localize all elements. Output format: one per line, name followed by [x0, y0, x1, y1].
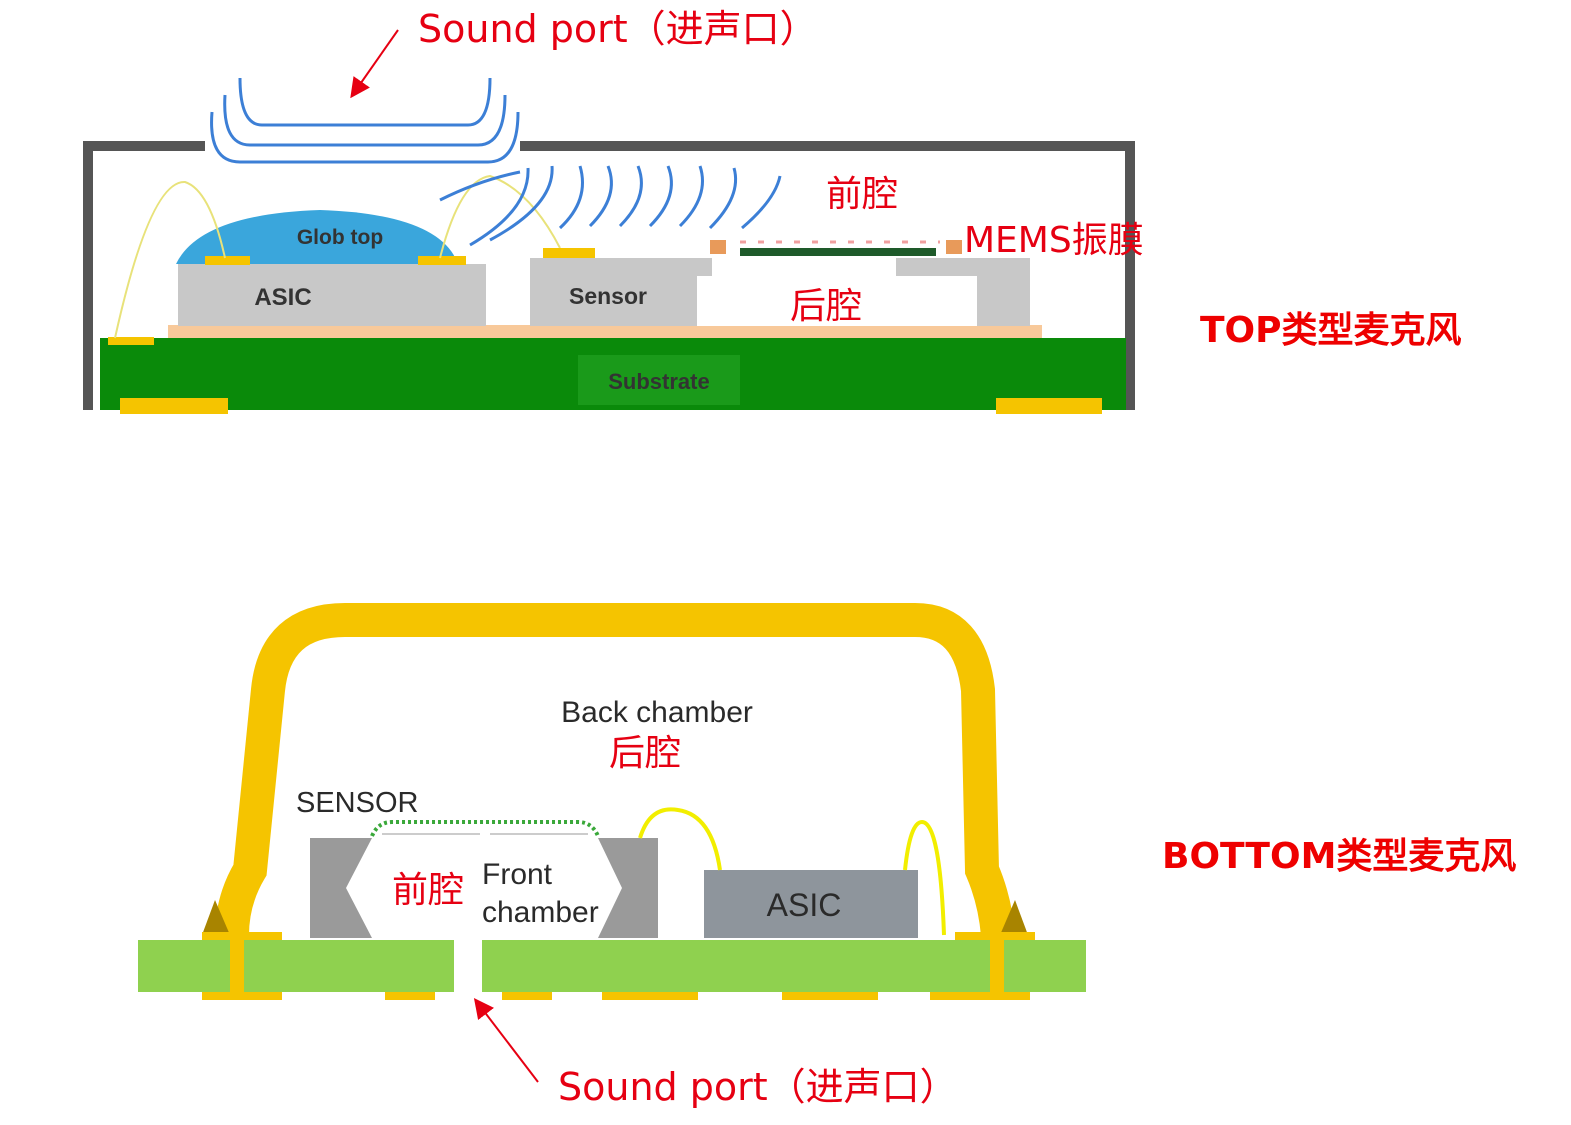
mems-membrane: [740, 248, 936, 256]
bottom-pad: [930, 992, 1030, 1000]
bottom-pcb-right: [482, 940, 1086, 992]
top-pad-right: [996, 398, 1102, 414]
bottom-sound-port-arrow: [473, 998, 539, 1083]
bottom-pad: [602, 992, 698, 1000]
bottom-asic-chip: [704, 870, 918, 938]
sensor-cavity-opening: [712, 258, 896, 278]
top-microphone-diagram: Substrate Glob top ASIC Sensor: [83, 7, 1462, 414]
top-wire-pad: [108, 337, 154, 345]
asic-label: ASIC: [254, 284, 311, 311]
bottom-back-chamber-en: Back chamber: [561, 696, 753, 729]
bond-wire: [114, 180, 226, 339]
sound-waves-inside: [439, 165, 782, 247]
bond-wire: [638, 807, 722, 871]
membrane-anchor-right: [946, 240, 962, 254]
bottom-pad: [202, 992, 282, 1000]
top-lid: [83, 141, 1135, 410]
bond-wire: [903, 819, 946, 936]
via-left: [230, 932, 244, 998]
bottom-pad: [782, 992, 878, 1000]
top-sound-port-label: Sound port（进声口）: [418, 7, 818, 51]
bottom-sound-port-label: Sound port（进声口）: [558, 1065, 958, 1109]
sound-waves-entering: [210, 77, 520, 164]
sensor-pad: [543, 248, 595, 258]
bottom-mic-title: BOTTOM类型麦克风: [1162, 836, 1516, 877]
sensor-membrane: [370, 820, 600, 837]
asic-pad-right: [418, 256, 466, 265]
glob-top: [176, 210, 458, 264]
substrate-label: Substrate: [608, 369, 709, 394]
substrate-label-box: [578, 355, 740, 405]
asic-chip: [178, 264, 486, 326]
bottom-pad: [502, 992, 552, 1000]
bond-wire: [439, 174, 561, 259]
bottom-sensor-label: SENSOR: [296, 787, 418, 819]
bottom-front-chamber-cn: 前腔: [392, 870, 464, 911]
membrane-anchor-left: [710, 240, 726, 254]
bottom-pcb-left: [138, 940, 454, 992]
bottom-back-chamber-cn: 后腔: [609, 733, 681, 774]
top-membrane-label: MEMS振膜: [964, 220, 1144, 261]
top-pad-left: [120, 398, 228, 414]
top-sound-port-arrow: [350, 29, 399, 99]
asic-pad-left: [205, 256, 250, 265]
bottom-pad: [385, 992, 435, 1000]
top-mic-title: TOP类型麦克风: [1200, 310, 1462, 351]
solder-fillet-right: [1000, 900, 1028, 935]
sensor-back-cavity: [697, 276, 977, 326]
bottom-front-chamber-en-2: chamber: [482, 896, 599, 929]
bottom-front-chamber-en-1: Front: [482, 858, 553, 891]
solder-fillet-left: [202, 900, 230, 935]
sensor-die: [310, 838, 658, 938]
top-front-chamber-label: 前腔: [826, 174, 898, 215]
bottom-gold-cover: [215, 603, 1015, 937]
sensor-label: Sensor: [569, 283, 647, 309]
die-attach-layer: [168, 325, 1042, 338]
bottom-asic-label: ASIC: [767, 887, 842, 923]
glob-top-label: Glob top: [297, 226, 383, 249]
via-right: [990, 932, 1004, 998]
bottom-microphone-diagram: ASIC Back chamber 后腔 SENSOR 前腔 Front cha…: [138, 603, 1516, 1109]
top-back-chamber-label: 后腔: [790, 286, 862, 327]
